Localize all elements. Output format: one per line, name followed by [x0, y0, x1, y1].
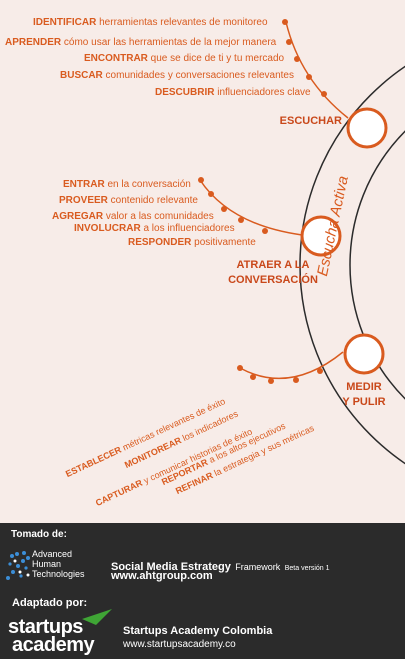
startups-academy-logo: startups academy	[8, 609, 118, 655]
startups-logo-bottom: academy	[12, 634, 95, 656]
atraer-item: PROVEER contenido relevante	[59, 195, 198, 206]
medir-title-line2: Y PULIR	[342, 396, 386, 408]
escuchar-item: DESCUBRIR influenciadores clave	[155, 87, 311, 98]
atraer-item: AGREGAR valor a las comunidades	[52, 211, 214, 222]
escuchar-item: IDENTIFICAR herramientas relevantes de m…	[33, 17, 268, 28]
dot	[282, 19, 288, 25]
framework-version: Beta versión 1	[284, 565, 330, 572]
startups-logo-top: startups	[8, 616, 83, 638]
atraer-item: INVOLUCRAR a los influenciadores	[74, 223, 235, 234]
hand-logo-icon	[6, 551, 30, 580]
paper-plane-icon	[82, 609, 112, 625]
aht-url[interactable]: www.ahtgroup.com	[111, 570, 213, 582]
tomado-de-label: Tomado de:	[11, 529, 67, 540]
medir-curve	[239, 351, 344, 380]
dot	[317, 368, 323, 374]
escuchar-item: BUSCAR comunidades y conversaciones rele…	[60, 70, 294, 81]
escuchar-title: ESCUCHAR	[279, 115, 342, 127]
dot	[293, 377, 299, 383]
atraer-item: RESPONDER positivamente	[128, 237, 256, 248]
escuchar-item: ENCONTRAR que se dice de ti y tu mercado	[84, 53, 285, 64]
atraer-curve	[199, 179, 303, 236]
framework-title-line: Social Media Estrategy Framework Beta ve…	[111, 557, 330, 575]
framework-title: Social Media Estrategy	[111, 561, 231, 573]
atraer-title-line1: ATRAER A LA	[236, 259, 310, 271]
escuchar-curve	[285, 21, 349, 119]
aht-logo: Advanced Human Technologies	[4, 547, 100, 585]
atraer-node	[300, 215, 342, 257]
framework-diagram: Escucha Activa IDENTIFICAR herramientas …	[5, 17, 405, 508]
startups-name: Startups Academy Colombia	[123, 625, 273, 637]
startups-url[interactable]: www.startupsacademy.co	[123, 639, 236, 650]
medir-title: MEDIR Y PULIR	[333, 380, 395, 410]
medir-title-line1: MEDIR	[346, 381, 382, 393]
dot	[250, 374, 256, 380]
dot	[238, 217, 244, 223]
dot	[306, 74, 312, 80]
dot	[268, 378, 274, 384]
inner-arc	[349, 130, 405, 400]
outer-arc	[299, 65, 405, 465]
dot	[198, 177, 204, 183]
atraer-title: ATRAER A LA CONVERSACIÓN	[226, 258, 320, 288]
dot	[286, 39, 292, 45]
atraer-title-line2: CONVERSACIÓN	[228, 274, 318, 286]
credits-footer: Tomado de: Advanced Human Technologies S…	[0, 523, 405, 659]
atraer-item: ENTRAR en la conversación	[63, 179, 191, 190]
dot	[321, 91, 327, 97]
medir-node	[343, 333, 385, 375]
diagram-graphics	[198, 19, 405, 465]
dot	[208, 191, 214, 197]
aht-logo-line1: Advanced	[32, 549, 73, 559]
dot	[237, 365, 243, 371]
dot	[262, 228, 268, 234]
escuchar-item: APRENDER cómo usar las herramientas de l…	[5, 37, 277, 48]
dot	[294, 56, 300, 62]
framework-sub: Framework	[235, 562, 281, 572]
escuchar-node	[346, 107, 388, 149]
dot	[221, 206, 227, 212]
aht-logo-line3: Technologies	[32, 569, 85, 579]
adaptado-por-label: Adaptado por:	[12, 597, 88, 609]
aht-logo-line2: Human	[32, 559, 62, 569]
